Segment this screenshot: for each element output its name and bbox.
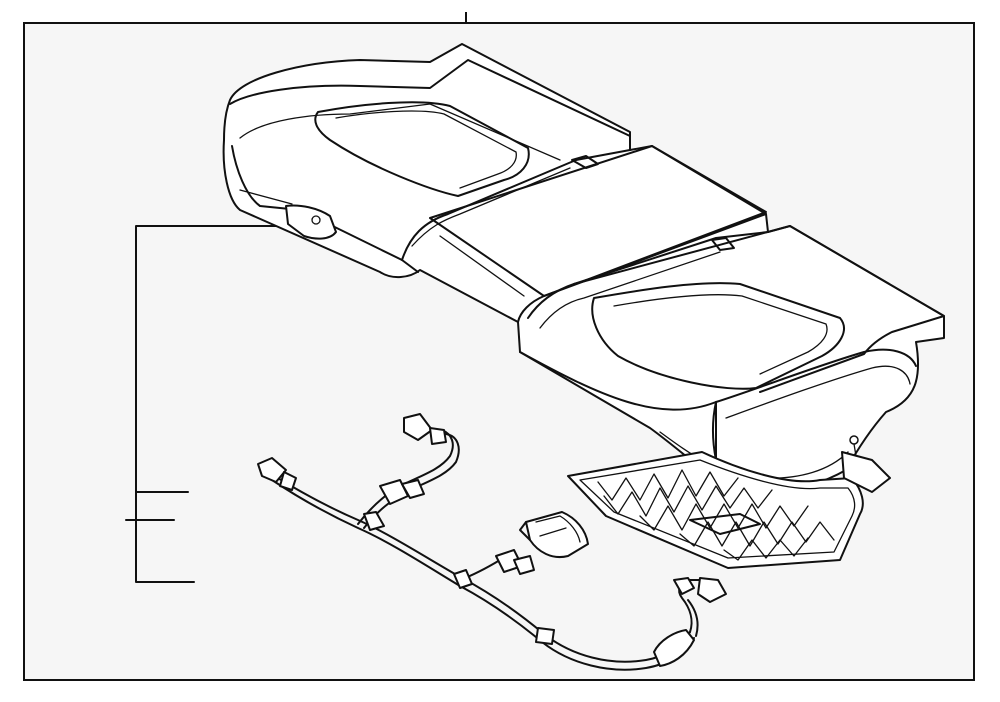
heater-control-module (519, 511, 589, 558)
seat-cushion (222, 43, 945, 492)
seat-wiring-harness (257, 413, 727, 671)
seat-heater-mat (567, 435, 891, 569)
